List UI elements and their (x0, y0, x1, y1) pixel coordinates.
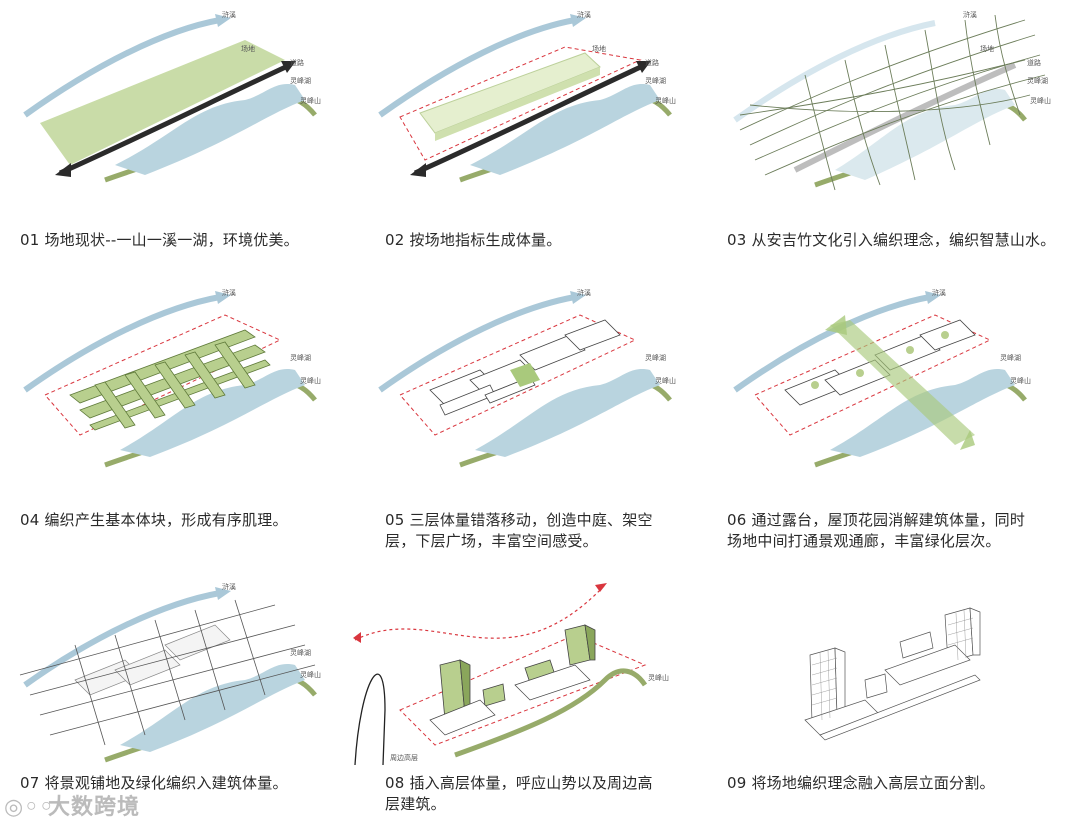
label-site: 场地 (592, 44, 606, 53)
label-lake: 灵峰湖 (1000, 353, 1021, 362)
label-site: 场地 (241, 44, 255, 53)
label-lake: 灵峰湖 (290, 648, 311, 657)
diagram-panel-02: 浒溪 场地 道路 灵峰湖 灵峰山 (370, 5, 720, 195)
label-lake: 灵峰湖 (1027, 76, 1048, 85)
label-road: 道路 (1027, 58, 1041, 67)
caption-05-line-1: 05 三层体量错落移动，创造中庭、架空 (385, 511, 653, 529)
watermark: ◎◦◦大数跨境 (4, 789, 140, 821)
watermark-text: 大数跨境 (48, 795, 141, 820)
label-site: 场地 (980, 44, 994, 53)
caption-02: 02 按场地指标生成体量。 (385, 231, 562, 249)
caption-03: 03 从安吉竹文化引入编织理念，编织智慧山水。 (727, 231, 1056, 249)
label-stream: 浒溪 (932, 288, 946, 297)
label-mountain: 灵峰山 (648, 673, 669, 682)
label-mountain: 灵峰山 (1010, 376, 1031, 385)
label-lake: 灵峰湖 (290, 76, 311, 85)
label-mountain: 灵峰山 (300, 670, 321, 679)
caption-06-line-2: 场地中间打通景观通廊，丰富绿化层次。 (727, 532, 1001, 550)
label-mountain: 灵峰山 (300, 96, 321, 105)
label-lake: 灵峰湖 (645, 76, 666, 85)
label-mountain: 灵峰山 (655, 376, 676, 385)
caption-08-line-2: 层建筑。 (385, 795, 446, 813)
caption-04: 04 编织产生基本体块，形成有序肌理。 (20, 511, 288, 529)
label-road: 道路 (645, 58, 659, 67)
label-lake: 灵峰湖 (290, 353, 311, 362)
caption-05: 05 三层体量错落移动，创造中庭、架空 层，下层广场，丰富空间感受。 (385, 510, 653, 552)
caption-05-line-2: 层，下层广场，丰富空间感受。 (385, 532, 598, 550)
label-mountain: 灵峰山 (1030, 96, 1051, 105)
label-stream: 浒溪 (963, 10, 977, 19)
caption-08-line-1: 08 插入高层体量，呼应山势以及周边高 (385, 774, 653, 792)
label-mountain: 灵峰山 (655, 96, 676, 105)
diagram-panel-07: 浒溪 灵峰湖 灵峰山 (15, 575, 365, 765)
diagram-panel-05: 浒溪 灵峰湖 灵峰山 (370, 285, 720, 475)
diagram-panel-06: 浒溪 灵峰湖 灵峰山 (725, 285, 1075, 475)
caption-06-line-1: 06 通过露台，屋顶花园消解建筑体量，同时 (727, 511, 1026, 529)
diagram-panel-01: 浒溪 场地 道路 灵峰湖 灵峰山 (15, 5, 365, 195)
label-stream: 浒溪 (222, 288, 236, 297)
diagram-panel-03: 浒溪 场地 道路 灵峰湖 灵峰山 (725, 5, 1075, 195)
label-stream: 浒溪 (577, 288, 591, 297)
caption-06: 06 通过露台，屋顶花园消解建筑体量，同时 场地中间打通景观通廊，丰富绿化层次。 (727, 510, 1025, 552)
label-lake: 灵峰湖 (645, 353, 666, 362)
diagram-panel-08: 灵峰山 周边高层 (345, 580, 695, 770)
diagram-panel-04: 浒溪 灵峰湖 灵峰山 (15, 285, 365, 475)
caption-07: 07 将景观铺地及绿化编织入建筑体量。 (20, 774, 288, 792)
diagram-panel-09 (725, 580, 1075, 770)
caption-01: 01 场地现状--一山一溪一湖，环境优美。 (20, 231, 299, 249)
label-stream: 浒溪 (222, 582, 236, 591)
caption-09: 09 将场地编织理念融入高层立面分割。 (727, 774, 995, 792)
label-road: 道路 (290, 58, 304, 67)
label-stream: 浒溪 (222, 10, 236, 19)
label-mountain: 灵峰山 (300, 376, 321, 385)
label-surrounding-highrise: 周边高层 (390, 753, 418, 762)
label-stream: 浒溪 (577, 10, 591, 19)
caption-08: 08 插入高层体量，呼应山势以及周边高 层建筑。 (385, 773, 653, 815)
watermark-logo-icon: ◎◦◦ (4, 795, 55, 820)
